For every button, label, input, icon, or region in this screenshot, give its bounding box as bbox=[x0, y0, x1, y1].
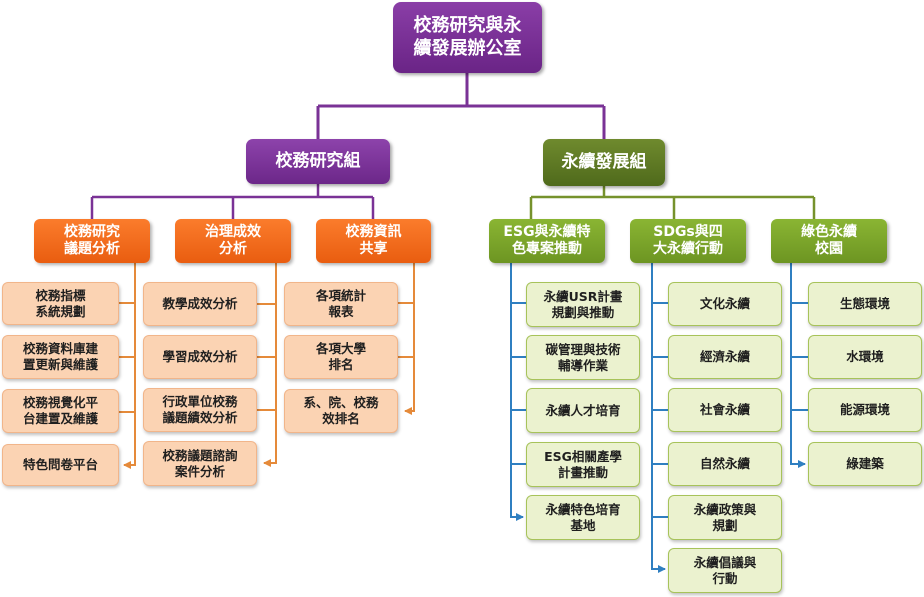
root-office: 校務研究與永 續發展辦公室 bbox=[393, 2, 542, 73]
section-sdgs: SDGs與四 大永續行動 bbox=[630, 219, 746, 263]
list-item: 社會永續 bbox=[668, 388, 782, 432]
list-item: 綠建築 bbox=[808, 442, 922, 486]
section-info: 校務資訊 共享 bbox=[316, 219, 431, 263]
list-item: 校務議題諮詢 案件分析 bbox=[143, 441, 257, 486]
list-item: 永續USR計畫 規劃與推動 bbox=[526, 282, 640, 327]
section-green-campus: 綠色永續 校園 bbox=[771, 219, 887, 263]
topics-arrow-line bbox=[123, 263, 136, 469]
section-governance: 治理成效 分析 bbox=[175, 219, 291, 263]
list-item: 自然永續 bbox=[668, 442, 782, 486]
list-item: 水環境 bbox=[808, 335, 922, 379]
list-item: 系、院、校務 效排名 bbox=[284, 389, 398, 433]
list-item: 校務指標 系統規劃 bbox=[2, 282, 119, 325]
green-arrow-line bbox=[790, 263, 806, 468]
list-item: 永續政策與 規劃 bbox=[668, 495, 782, 540]
list-item: 教學成效分析 bbox=[143, 282, 257, 326]
research-group: 校務研究組 bbox=[246, 139, 390, 184]
list-item: 行政單位校務 議題績效分析 bbox=[143, 388, 257, 432]
research-connector bbox=[90, 184, 375, 219]
list-item: 經濟永續 bbox=[668, 335, 782, 379]
section-topics: 校務研究 議題分析 bbox=[34, 219, 150, 263]
list-item: ESG相關產學 計畫推動 bbox=[526, 442, 640, 487]
governance-arrow-line bbox=[263, 263, 277, 467]
info-arrow-line bbox=[404, 263, 415, 415]
list-item: 文化永續 bbox=[668, 282, 782, 326]
list-item: 校務資料庫建 置更新與維護 bbox=[2, 335, 119, 379]
list-item: 特色問卷平台 bbox=[2, 444, 119, 486]
sdgs-arrow-line bbox=[651, 263, 666, 573]
root-connector bbox=[316, 73, 606, 139]
list-item: 學習成效分析 bbox=[143, 335, 257, 379]
sustain-group: 永續發展組 bbox=[543, 139, 665, 186]
sustain-connector bbox=[529, 186, 816, 219]
list-item: 能源環境 bbox=[808, 388, 922, 432]
list-item: 永續特色培育 基地 bbox=[526, 495, 640, 540]
list-item: 永續倡議與 行動 bbox=[668, 548, 782, 593]
list-item: 碳管理與技術 輔導作業 bbox=[526, 335, 640, 380]
list-item: 各項統計 報表 bbox=[284, 282, 398, 326]
list-item: 永續人才培育 bbox=[526, 388, 640, 433]
list-item: 生態環境 bbox=[808, 282, 922, 326]
list-item: 各項大學 排名 bbox=[284, 335, 398, 379]
esg-arrow-line bbox=[510, 263, 524, 521]
list-item: 校務視覺化平 台建置及維護 bbox=[2, 389, 119, 433]
section-esg: ESG與永續特 色專案推動 bbox=[489, 219, 605, 263]
